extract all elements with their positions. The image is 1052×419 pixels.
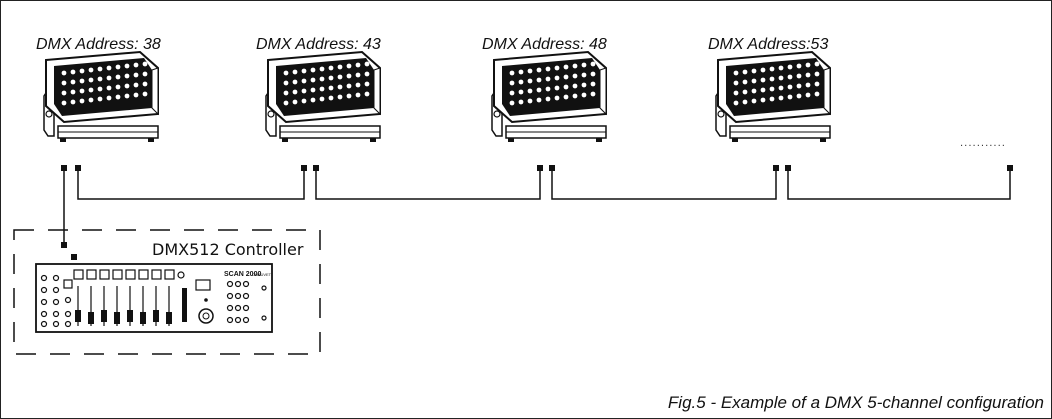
fixture-1-address: DMX Address: 38 <box>36 36 161 53</box>
fixture-1 <box>43 51 159 143</box>
dmx-controller: SCAN 2000 CHAUVET <box>35 263 273 333</box>
fixture-2-address: DMX Address: 43 <box>256 36 381 53</box>
continuation-dots: ........... <box>960 138 1006 149</box>
fixture-3-address: DMX Address: 48 <box>482 36 607 53</box>
controller-brand: SCAN 2000 <box>224 271 261 278</box>
figure-caption: Fig.5 - Example of a DMX 5-channel confi… <box>667 393 1044 412</box>
fixture-4 <box>715 51 831 143</box>
fixture-2 <box>265 51 381 143</box>
cable-connectors <box>61 165 1013 260</box>
dmx-cable <box>63 168 1011 244</box>
fixture-4-address: DMX Address:53 <box>708 36 829 53</box>
controller-brand-sub: CHAUVET <box>252 272 272 277</box>
controller-label: DMX512 Controller <box>152 240 304 259</box>
controller-box <box>13 229 321 355</box>
fixture-3 <box>491 51 607 143</box>
